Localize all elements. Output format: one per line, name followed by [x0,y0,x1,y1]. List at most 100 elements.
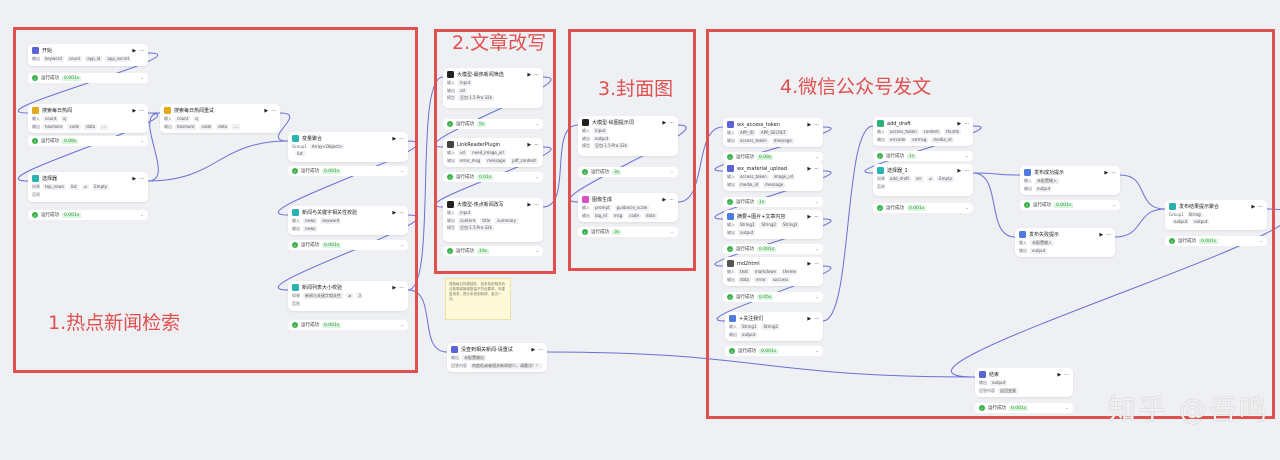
run-icon[interactable]: ▶ [957,120,962,127]
more-icon[interactable]: ··· [814,260,819,267]
chevron-down-icon[interactable]: ⌄ [140,138,144,144]
more-icon[interactable]: ··· [534,201,539,208]
run-icon[interactable]: ▶ [392,209,397,216]
more-icon[interactable]: ··· [814,315,819,322]
more-icon[interactable]: ··· [964,120,969,127]
chevron-down-icon[interactable]: ⌄ [535,248,539,254]
more-icon[interactable]: ··· [669,196,674,203]
chevron-down-icon[interactable]: ⌄ [815,246,819,252]
run-icon[interactable]: ▶ [527,201,532,208]
chevron-down-icon[interactable]: ⌄ [965,153,969,159]
chevron-down-icon[interactable]: ⌄ [140,212,144,218]
run-icon[interactable]: ▶ [531,346,536,353]
sticky-note[interactable]: 搜索每日热闻插件，如未找到相关热点新闻或新闻数量不符合要求，则重复请求，提示未找… [445,278,511,320]
chevron-down-icon[interactable]: ⌄ [670,169,674,175]
chevron-down-icon[interactable]: ⌄ [400,322,404,328]
more-icon[interactable]: ··· [669,119,674,126]
more-icon[interactable]: ··· [538,346,543,353]
chevron-down-icon[interactable]: ⌄ [1065,405,1069,411]
chevron-down-icon[interactable]: ⌄ [815,199,819,205]
chevron-down-icon[interactable]: ⌄ [400,242,404,248]
run-icon[interactable]: ▶ [807,213,812,220]
run-icon[interactable]: ▶ [1104,169,1109,176]
run-icon[interactable]: ▶ [1251,203,1256,210]
run-icon[interactable]: ▶ [1099,231,1104,238]
run-icon[interactable]: ▶ [527,141,532,148]
chevron-down-icon[interactable]: ⌄ [815,154,819,160]
workflow-node[interactable]: 没查到相关新闻-请重试▶···输出未配置输出回答内容热度低或者相关新闻较少，请重… [447,343,547,372]
run-icon[interactable]: ▶ [807,121,812,128]
more-icon[interactable]: ··· [1111,169,1116,176]
more-icon[interactable]: ··· [1064,371,1069,378]
run-icon[interactable]: ▶ [807,165,812,172]
more-icon[interactable]: ··· [399,209,404,216]
more-icon[interactable]: ··· [271,107,276,114]
chevron-down-icon[interactable]: ⌄ [535,174,539,180]
run-icon[interactable]: ▶ [957,167,962,174]
run-icon[interactable]: ▶ [662,196,667,203]
run-icon[interactable]: ▶ [132,47,137,54]
run-icon[interactable]: ▶ [132,107,137,114]
run-icon[interactable]: ▶ [264,107,269,114]
more-icon[interactable]: ··· [814,165,819,172]
more-icon[interactable]: ··· [1106,231,1111,238]
chevron-down-icon[interactable]: ⌄ [1259,238,1263,244]
chevron-down-icon[interactable]: ⌄ [140,75,144,81]
more-icon[interactable]: ··· [399,284,404,291]
more-icon[interactable]: ··· [399,135,404,142]
chevron-down-icon[interactable]: ⌄ [965,205,969,211]
chevron-down-icon[interactable]: ⌄ [1112,202,1116,208]
run-icon[interactable]: ▶ [1057,371,1062,378]
chevron-down-icon[interactable]: ⌄ [815,348,819,354]
run-icon[interactable]: ▶ [662,119,667,126]
chevron-down-icon[interactable]: ⌄ [670,229,674,235]
more-icon[interactable]: ··· [139,47,144,54]
run-icon[interactable]: ▶ [807,260,812,267]
more-icon[interactable]: ··· [1258,203,1263,210]
more-icon[interactable]: ··· [814,121,819,128]
run-icon[interactable]: ▶ [807,315,812,322]
more-icon[interactable]: ··· [534,141,539,148]
more-icon[interactable]: ··· [534,71,539,78]
more-icon[interactable]: ··· [964,167,969,174]
